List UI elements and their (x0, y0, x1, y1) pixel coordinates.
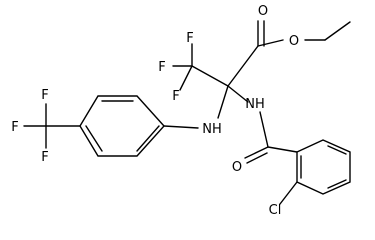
aryl-cf3-f-bottom-label: F (41, 150, 48, 165)
amine-nh-label: NH (202, 122, 222, 137)
aryl-cf3-bonds (23, 103, 81, 149)
ester-oxygen-label: O (289, 34, 299, 49)
cf3-top-f-lower-label: F (172, 89, 179, 104)
cf3-top-f-right-label: F (158, 60, 165, 75)
aryl-cf3-f-left-label: F (11, 120, 18, 135)
chlorine-label: Cl (269, 203, 282, 218)
amide-nh-label: NH (245, 97, 265, 112)
ethyl-ester-bonds (227, 20, 351, 87)
amine-amide-bonds (163, 85, 298, 164)
aryl-ring (79, 95, 165, 157)
cf3-top-f-left-label: F (186, 31, 193, 46)
chlorophenyl-ring (279, 139, 351, 205)
top-cf3-bonds (172, 43, 229, 91)
amide-oxygen-label: O (232, 160, 242, 175)
aryl-cf3-f-top-label: F (41, 88, 48, 103)
carbonyl-oxygen-label: O (258, 4, 268, 19)
